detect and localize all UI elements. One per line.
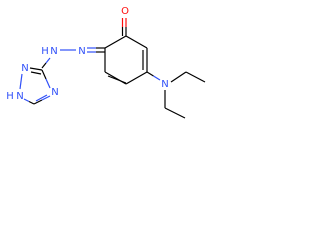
ring-bond-1 bbox=[104, 35, 127, 49]
oxygen-atom: O bbox=[121, 6, 129, 17]
ethyl-2-b bbox=[164, 107, 186, 119]
hydrazone-n-lower: N bbox=[50, 46, 57, 57]
tri-c3-n2-double bbox=[30, 71, 42, 75]
tri-n2-n1 bbox=[19, 73, 23, 90]
triazole-nh-h: H bbox=[6, 91, 14, 102]
tri-n1-c5-a bbox=[23, 98, 30, 103]
ring-bond-3-double bbox=[107, 75, 127, 84]
tri-c5-n4-a bbox=[33, 99, 43, 105]
triazole-n2: N bbox=[21, 63, 28, 74]
hydrazone-h: H bbox=[41, 46, 49, 57]
ethyl-1-b bbox=[185, 71, 206, 83]
n-triazole-bond-a bbox=[45, 57, 51, 64]
amine-nitrogen: N bbox=[161, 79, 168, 90]
hydrazone-n-upper: N bbox=[78, 46, 85, 57]
tri-c3-n4-b bbox=[45, 78, 51, 89]
tri-c5-n4-double bbox=[35, 94, 48, 102]
tri-c5-n4-b bbox=[41, 95, 51, 101]
ring-amine-bond-b bbox=[153, 75, 161, 81]
triazole-nh-n: N bbox=[16, 91, 23, 102]
ethyl-1-a bbox=[170, 71, 187, 83]
n-triazole-bond-b bbox=[41, 62, 47, 69]
tri-c3-n4-a bbox=[41, 69, 47, 80]
ring-bond-6 bbox=[125, 35, 148, 49]
ring-amine-bond-a bbox=[146, 71, 154, 77]
tri-n1-c5-b bbox=[28, 100, 35, 105]
tri-c3-n2 bbox=[29, 67, 43, 71]
triazole-n4: N bbox=[51, 87, 58, 98]
ring-bond-4 bbox=[125, 71, 148, 85]
